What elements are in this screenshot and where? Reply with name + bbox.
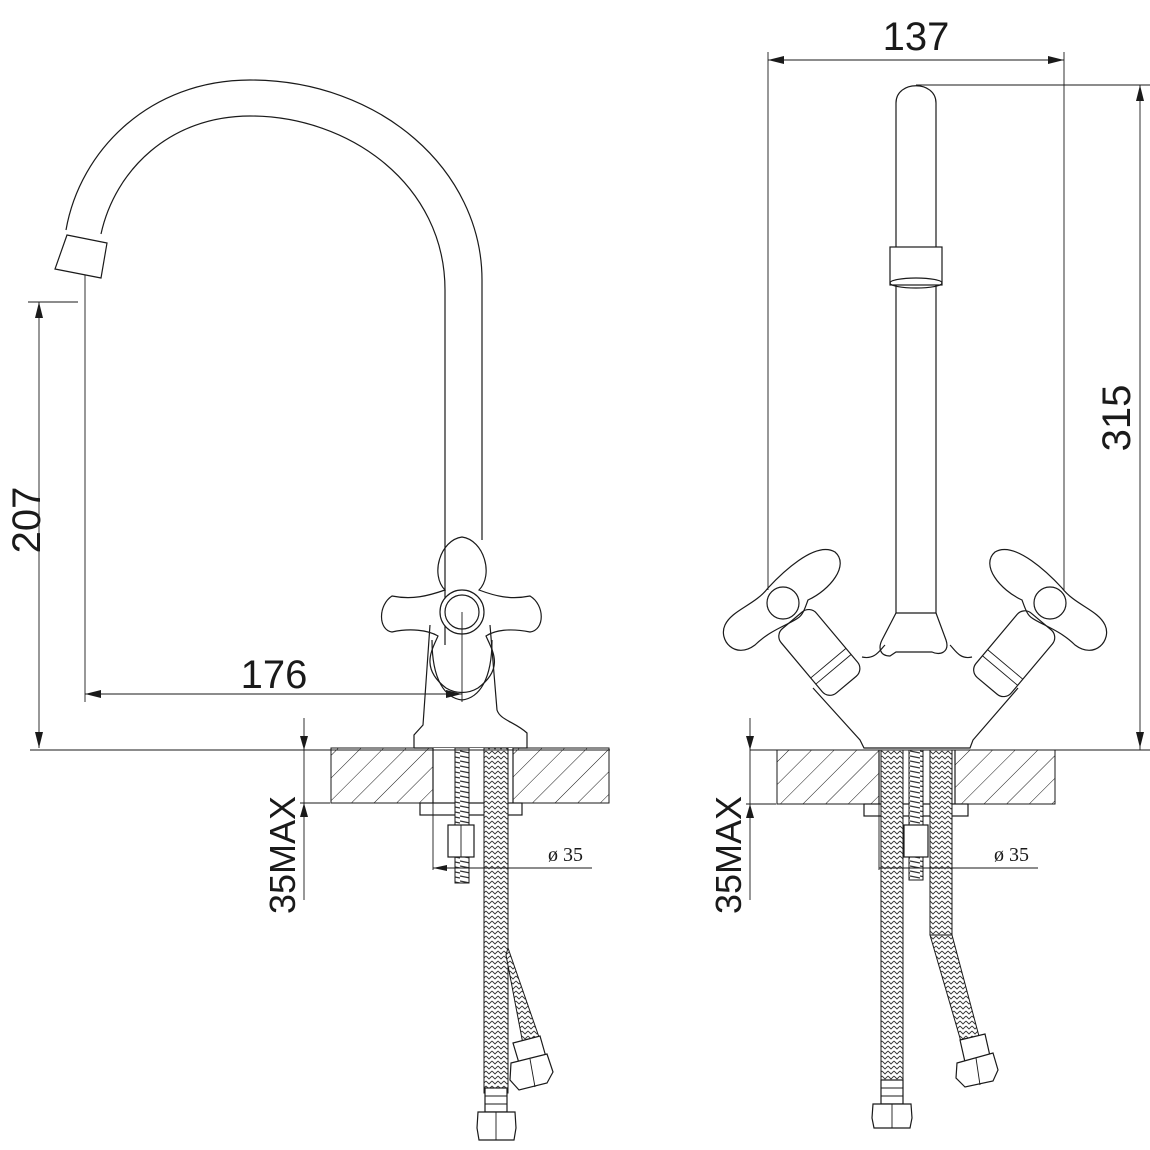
dim-total-height: 315	[1095, 385, 1139, 452]
supply-hoses	[476, 747, 554, 1141]
dim-spout-reach: 176	[241, 653, 308, 697]
dim-spout-height: 207	[5, 487, 49, 554]
dim-max-thickness: 35MAX	[708, 796, 749, 914]
right-valve	[973, 610, 1056, 698]
dim-max-thickness: 35MAX	[262, 796, 303, 914]
front-view: 137 315 35MAX ø 35	[708, 15, 1150, 1129]
left-cross-handle	[722, 549, 841, 651]
dim-handle-span: 137	[883, 15, 950, 59]
hose-right	[929, 749, 953, 936]
dim-hole-diameter: ø 35	[548, 844, 583, 866]
base-body	[413, 624, 528, 749]
threaded-rod	[908, 749, 924, 881]
right-cross-handle	[989, 549, 1108, 651]
side-view: 207 176 35MAX ø 35	[5, 79, 610, 1141]
left-valve	[778, 608, 861, 696]
threaded-rod	[454, 747, 470, 884]
spout-column	[895, 85, 937, 615]
hex-nut	[903, 824, 929, 858]
valve-body	[812, 687, 1019, 749]
dimension-lines	[28, 275, 610, 900]
aerator	[54, 234, 108, 279]
hose-left	[880, 749, 904, 1106]
dim-hole-diameter: ø 35	[994, 844, 1029, 866]
dimension-lines	[746, 52, 1150, 900]
spout	[54, 79, 483, 645]
cross-handle	[380, 536, 542, 702]
